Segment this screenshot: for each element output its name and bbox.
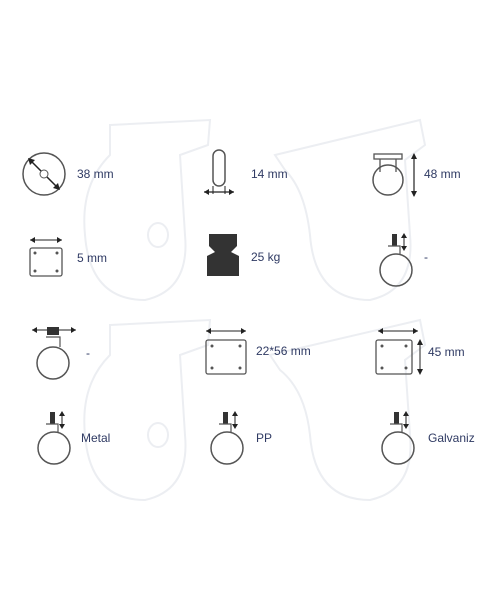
caster-background-top-left	[83, 118, 212, 302]
caster-background-top-right	[273, 118, 427, 302]
caster-height-icon	[372, 153, 417, 197]
caster-height-label: 48 mm	[424, 167, 461, 181]
weight-icon	[207, 234, 239, 276]
caster-background-bottom-left	[83, 318, 212, 502]
wheel-material-label: PP	[256, 431, 273, 445]
plate-size-icon	[205, 328, 247, 375]
wheel-width-icon	[204, 149, 234, 195]
caster-background-bottom-right	[268, 318, 427, 502]
stem-dash-label: -	[424, 250, 428, 264]
mounting-plate-icon	[32, 327, 76, 380]
hole-spacing-icon	[375, 328, 423, 375]
wheel-diameter-label: 38 mm	[77, 167, 114, 181]
bearing-icon	[37, 411, 71, 465]
plate-thickness-label: 5 mm	[77, 251, 107, 265]
load-capacity-label: 25 kg	[251, 250, 281, 264]
hole-spacing-label: 45 mm	[428, 345, 465, 359]
wheel-diameter-icon	[22, 152, 66, 196]
finish-icon	[381, 411, 415, 465]
plate-finish-label: Galvaniz	[428, 431, 475, 445]
stem-icon	[379, 233, 413, 287]
plate-size-label: 22*56 mm	[256, 344, 311, 358]
plate-thickness-icon	[29, 237, 63, 277]
small-dash-label: -	[86, 346, 90, 360]
wheel-width-label: 14 mm	[251, 167, 288, 181]
wheel-material-icon	[210, 411, 244, 465]
bearing-label: Metal	[81, 431, 111, 445]
